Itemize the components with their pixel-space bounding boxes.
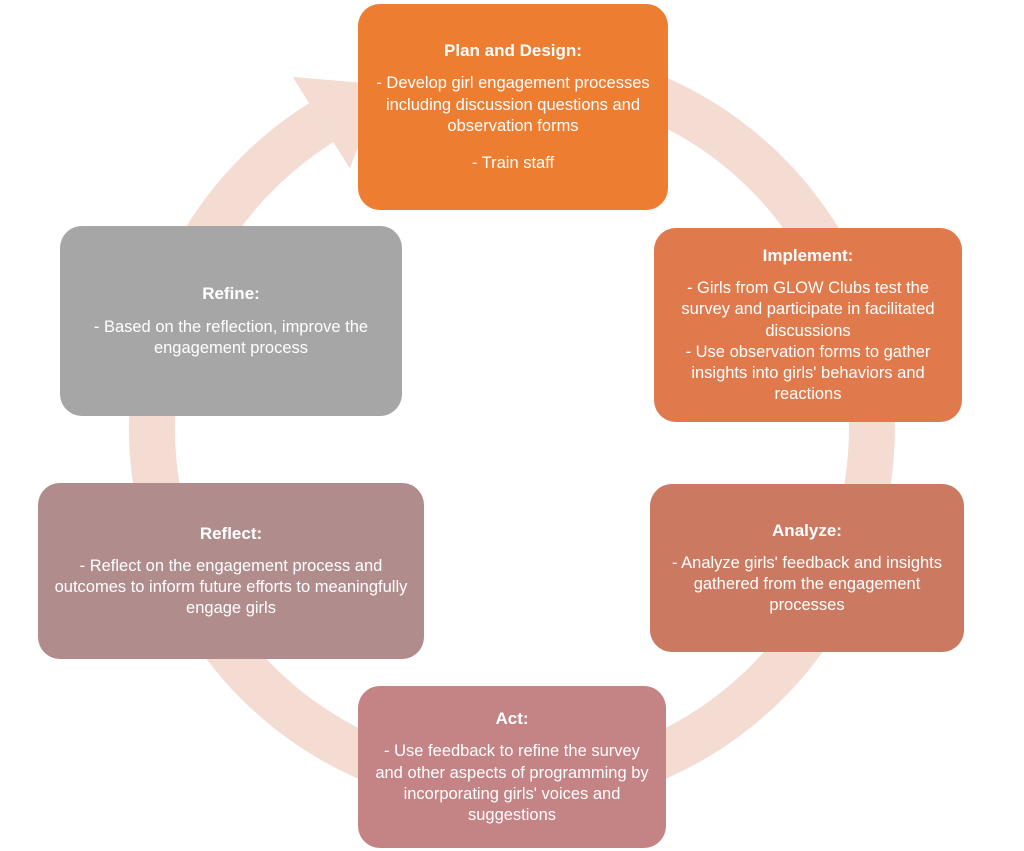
step-body-reflect: - Reflect on the engagement process and … bbox=[54, 556, 408, 619]
step-body-plan-and-design: - Develop girl engagement processes incl… bbox=[374, 73, 652, 173]
step-line: - Train staff bbox=[471, 153, 555, 172]
step-body-act: - Use feedback to refine the survey and … bbox=[374, 741, 650, 825]
step-line: - Reflect on the engagement process and … bbox=[54, 556, 408, 618]
step-title-plan-and-design: Plan and Design: bbox=[444, 41, 582, 61]
step-body-implement: - Girls from GLOW Clubs test the survey … bbox=[670, 278, 946, 405]
step-box-plan-and-design: Plan and Design: - Develop girl engageme… bbox=[358, 4, 668, 210]
step-box-implement: Implement: - Girls from GLOW Clubs test … bbox=[654, 228, 962, 422]
step-box-act: Act: - Use feedback to refine the survey… bbox=[358, 686, 666, 848]
step-box-refine: Refine: - Based on the reflection, impro… bbox=[60, 226, 402, 416]
step-title-implement: Implement: bbox=[762, 246, 854, 266]
step-line: - Girls from GLOW Clubs test the survey … bbox=[681, 279, 935, 340]
step-box-reflect: Reflect: - Reflect on the engagement pro… bbox=[38, 483, 424, 659]
step-title-reflect: Reflect: bbox=[199, 523, 263, 543]
step-line: - Use observation forms to gather insigh… bbox=[685, 342, 931, 403]
step-body-refine: - Based on the reflection, improve the e… bbox=[76, 317, 386, 359]
step-body-analyze: - Analyze girls' feedback and insights g… bbox=[666, 553, 948, 616]
step-line: - Develop girl engagement processes incl… bbox=[376, 74, 650, 135]
step-box-analyze: Analyze: - Analyze girls' feedback and i… bbox=[650, 484, 964, 652]
step-title-refine: Refine: bbox=[202, 284, 260, 304]
step-line: - Use feedback to refine the survey and … bbox=[375, 742, 649, 824]
step-title-act: Act: bbox=[495, 709, 529, 729]
step-line: - Based on the reflection, improve the e… bbox=[93, 317, 369, 357]
step-line: - Analyze girls' feedback and insights g… bbox=[671, 553, 943, 615]
step-title-analyze: Analyze: bbox=[772, 520, 842, 540]
